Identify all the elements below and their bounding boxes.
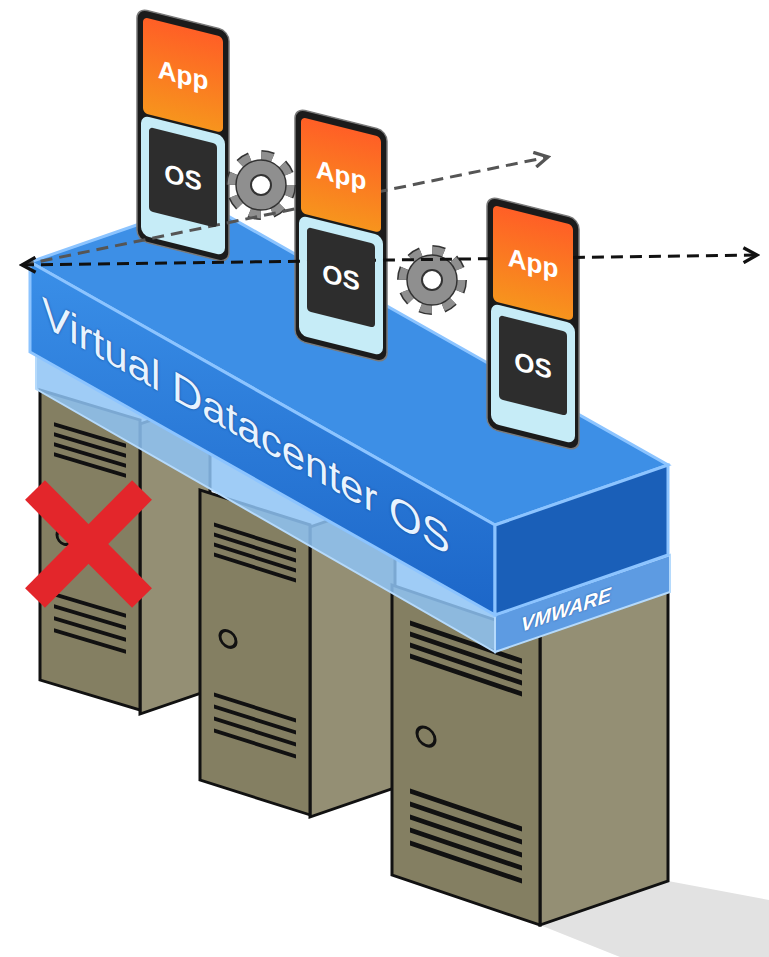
migration-arrow (22, 255, 757, 265)
vm-card (487, 196, 579, 451)
box-label: OS (514, 345, 552, 385)
os-box: OS (307, 227, 375, 328)
os-box: OS (499, 315, 567, 416)
vm-card (295, 108, 387, 363)
os-box: OS (149, 127, 217, 228)
box-label: OS (164, 157, 202, 197)
failure-mark (35, 490, 142, 598)
gear-icon (232, 156, 290, 214)
box-label: App (158, 54, 209, 98)
vm-card (137, 8, 229, 263)
migration-arrow (22, 157, 548, 265)
box-label: App (316, 154, 367, 198)
box-label: OS (322, 257, 360, 297)
box-label: App (508, 242, 559, 286)
app-box: App (493, 205, 573, 321)
app-box: App (143, 17, 223, 133)
app-box: App (301, 117, 381, 233)
